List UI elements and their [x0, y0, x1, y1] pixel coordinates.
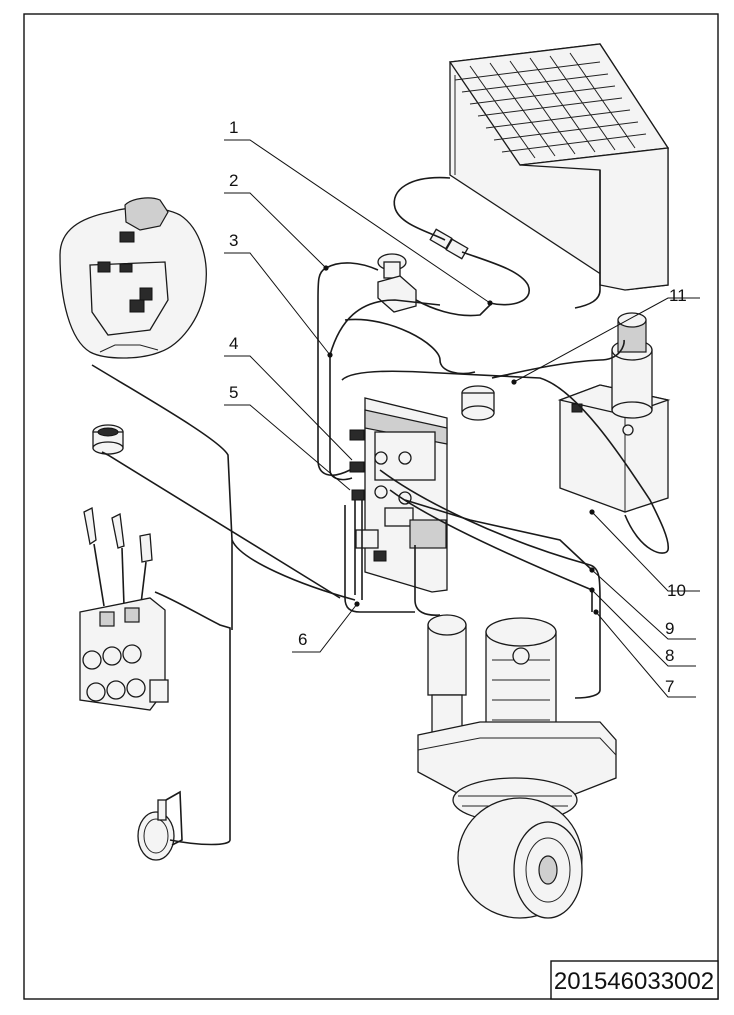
drawing-number: 201546033002 [554, 968, 714, 995]
callout-5: 5 [229, 383, 238, 402]
drawing-number-box: 201546033002 [550, 960, 719, 1000]
callout-6: 6 [298, 630, 307, 649]
hydraulic-pump-unit [557, 312, 671, 513]
callout-2: 2 [229, 171, 238, 190]
callout-leaders [224, 139, 700, 698]
wiring-harness [91, 170, 670, 846]
callout-11: 11 [669, 286, 687, 305]
callout-4: 4 [229, 334, 238, 353]
key-switch [377, 253, 417, 313]
battery-connector [429, 228, 469, 260]
callout-9: 9 [665, 619, 674, 638]
horn [137, 799, 175, 861]
callout-10: 10 [667, 581, 686, 600]
callout-7: 7 [665, 677, 674, 696]
drawing-border [23, 13, 719, 1000]
callout-3: 3 [229, 231, 238, 250]
fuse-holder [461, 385, 495, 421]
callout-labels: 1 2 3 4 5 6 7 8 9 10 11 [229, 118, 687, 696]
callout-1: 1 [229, 118, 238, 137]
motor-controller [349, 397, 448, 593]
tiller-handle [59, 197, 207, 359]
battery-pack [448, 43, 670, 291]
indicator-lamp [92, 424, 124, 455]
control-valve [79, 507, 169, 711]
callout-8: 8 [665, 646, 674, 665]
drive-unit [417, 614, 617, 919]
